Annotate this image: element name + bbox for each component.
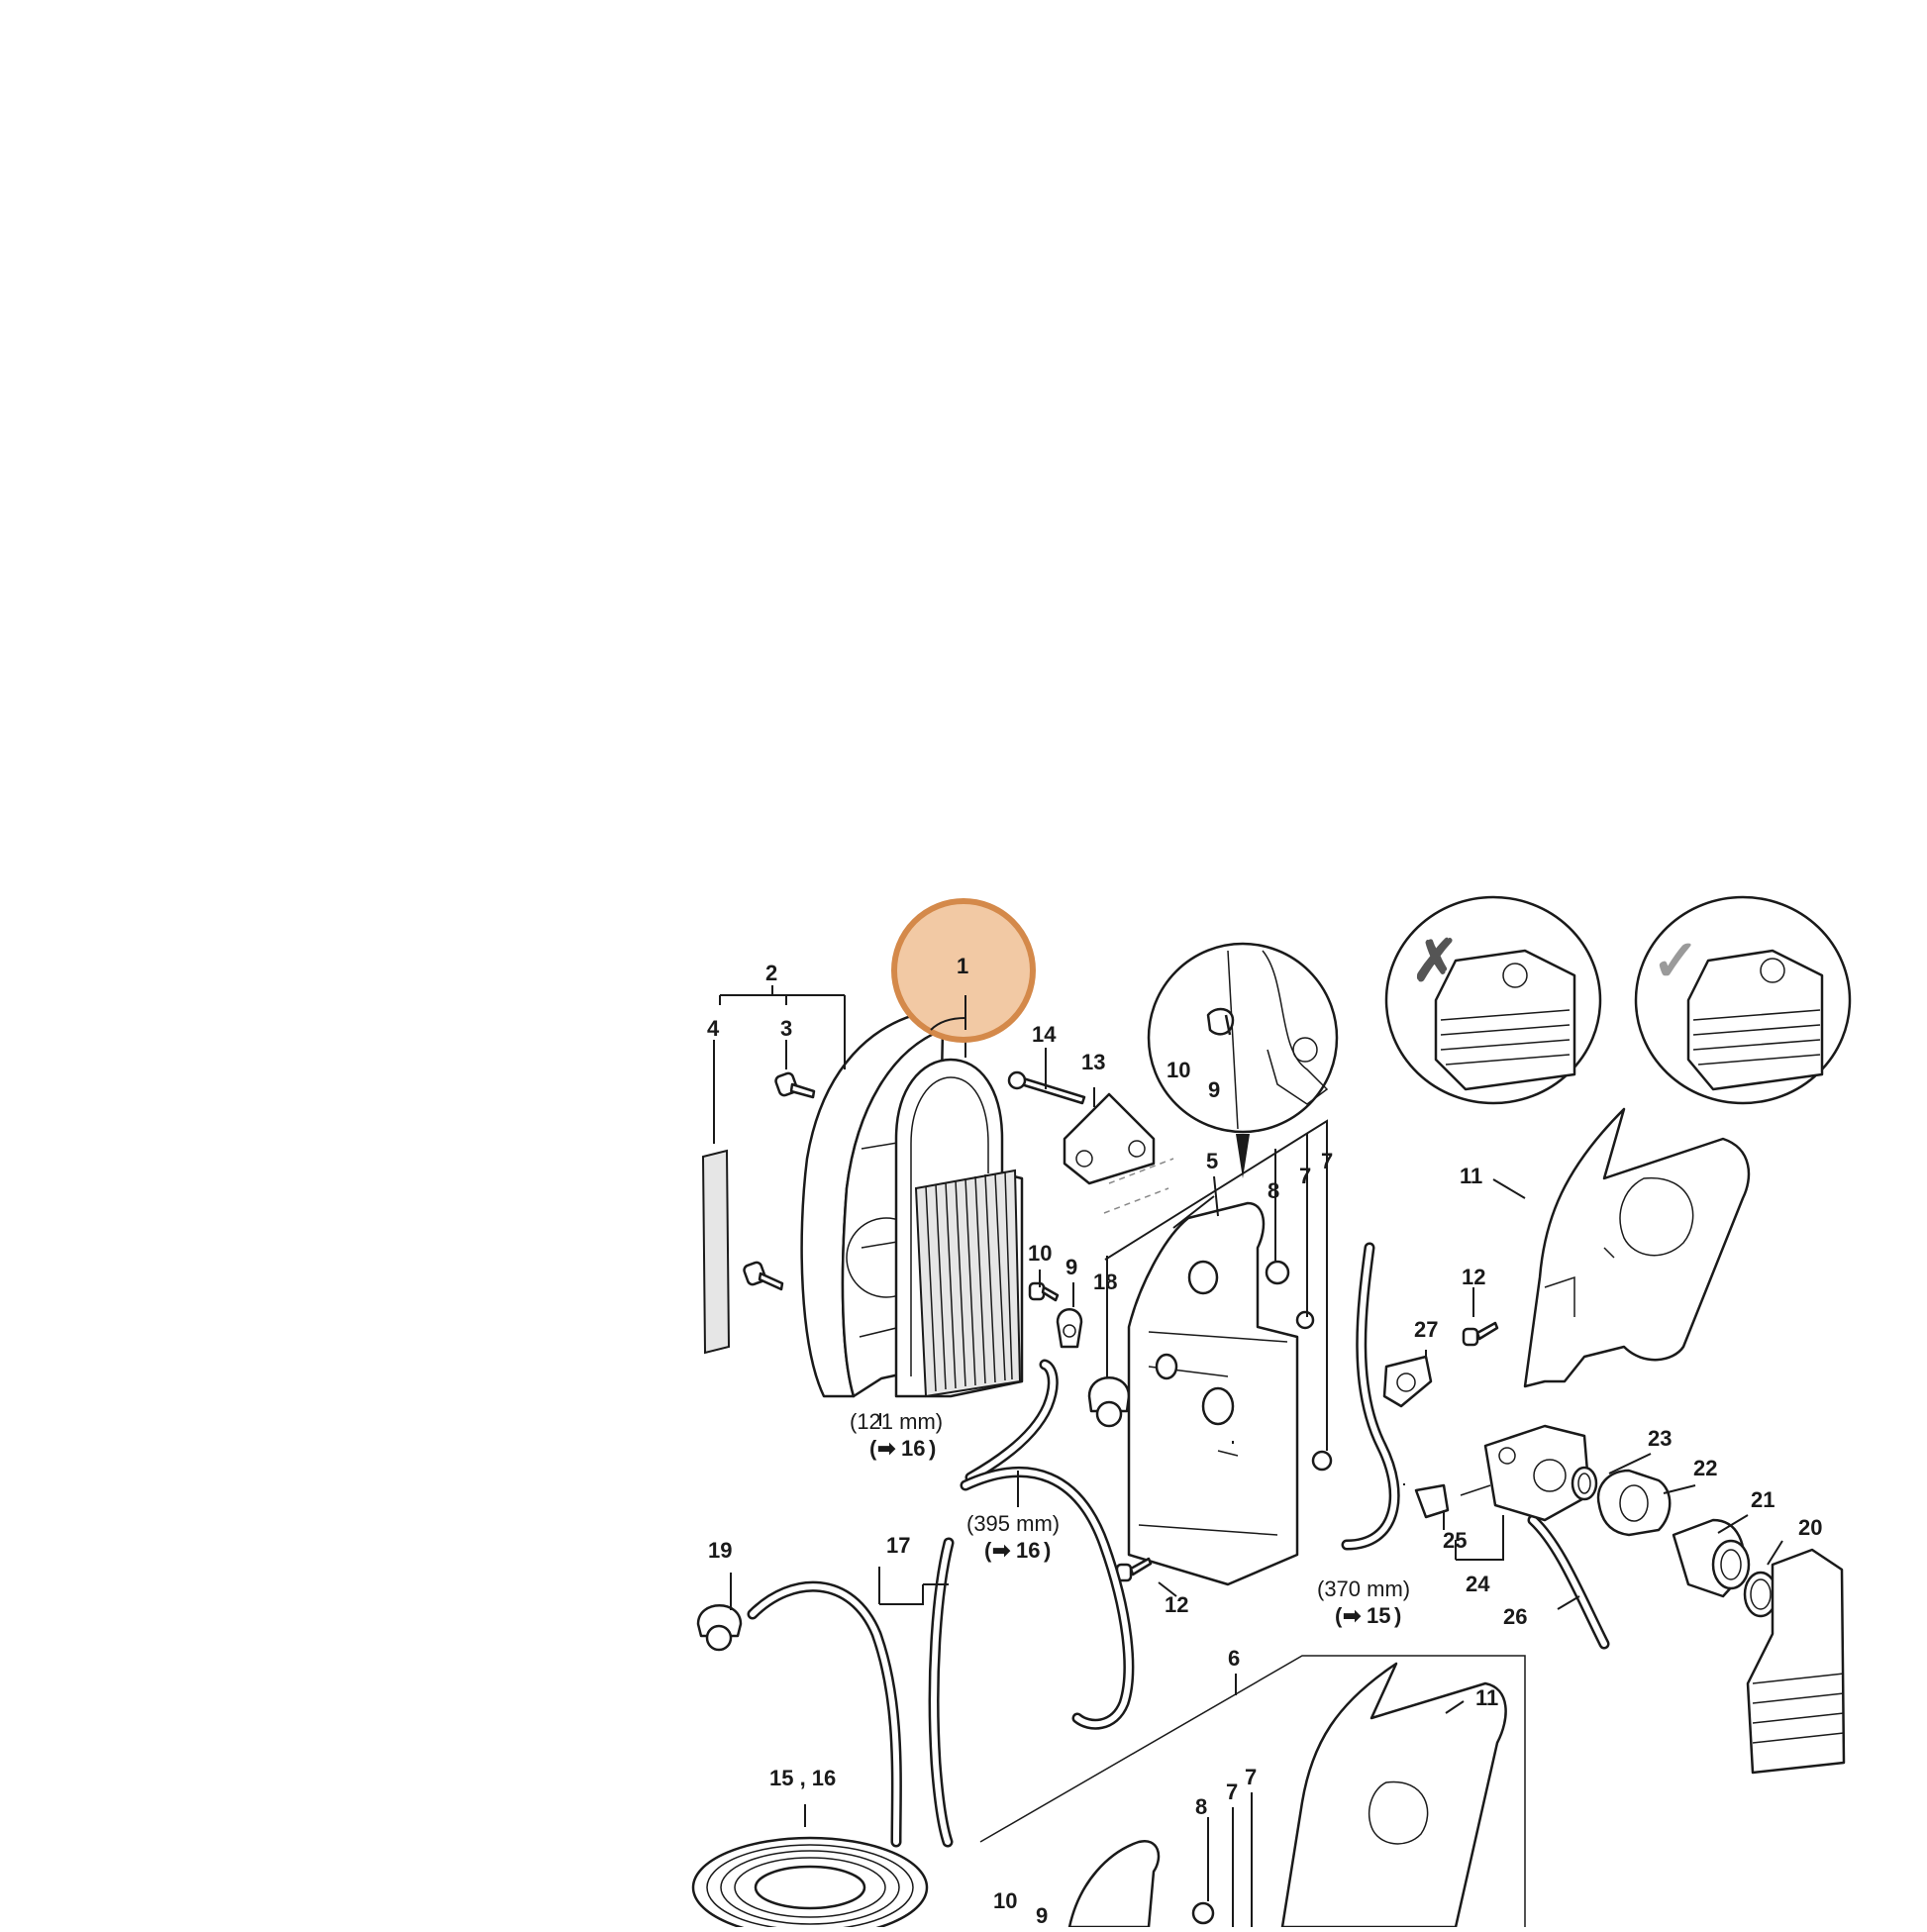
part-4-gasket [701, 1149, 731, 1355]
part-13-bracket [1063, 1092, 1174, 1214]
label-18[interactable]: 18 [1093, 1270, 1117, 1294]
leader-lines [713, 985, 1783, 1927]
label-9b[interactable]: 9 [1208, 1077, 1220, 1102]
note-370mm-ref-open: ( [1335, 1603, 1343, 1628]
hose-length-notes: (121 mm) ( ➡ 16 ) (395 mm) ( ➡ 16 ) (370… [850, 1409, 1410, 1628]
label-25[interactable]: 25 [1443, 1528, 1467, 1553]
part-27-gasket [1382, 1355, 1433, 1408]
label-11a[interactable]: 11 [1460, 1164, 1482, 1188]
arrow-right-icon: ➡ [1343, 1603, 1362, 1628]
label-3[interactable]: 3 [780, 1016, 792, 1041]
part-14-bolt [1007, 1070, 1086, 1105]
part-8-nut [1265, 1260, 1290, 1285]
label-4[interactable]: 4 [707, 1016, 720, 1041]
label-9c[interactable]: 9 [1036, 1903, 1048, 1928]
label-8a[interactable]: 8 [1268, 1178, 1279, 1203]
label-10b[interactable]: 10 [1166, 1058, 1190, 1082]
label-24[interactable]: 24 [1466, 1572, 1490, 1596]
right-mark-icon: ✓ [1652, 929, 1700, 993]
part-21-intake-manifold [1672, 1518, 1751, 1598]
label-27[interactable]: 27 [1414, 1317, 1438, 1342]
note-121mm-ref[interactable]: 16 [901, 1436, 925, 1461]
part-3-screws [743, 1071, 816, 1291]
label-23[interactable]: 23 [1648, 1426, 1672, 1451]
part-11-cover-upper [1523, 1107, 1751, 1388]
arrow-right-icon: ➡ [877, 1436, 896, 1461]
part-6-kit-box [979, 1655, 1526, 1929]
hose-395mm [960, 1467, 1135, 1730]
note-395mm-ref-open: ( [984, 1538, 992, 1563]
part-12-screw-right [1462, 1321, 1499, 1347]
hose-121mm [964, 1359, 1059, 1483]
detail-circle-right: ✓ [1634, 895, 1852, 1105]
label-22[interactable]: 22 [1693, 1456, 1717, 1480]
label-19[interactable]: 19 [708, 1538, 732, 1563]
label-15-16[interactable]: 15 , 16 [769, 1766, 836, 1790]
label-10c[interactable]: 10 [993, 1888, 1017, 1913]
label-8b[interactable]: 8 [1195, 1794, 1207, 1819]
note-121mm-ref-close: ) [929, 1436, 936, 1461]
part-24-carburetor [1460, 1424, 1591, 1522]
label-11b[interactable]: 11 [1475, 1685, 1498, 1710]
note-370mm: (370 mm) [1317, 1576, 1410, 1601]
highlight-part-1[interactable] [891, 898, 1036, 1043]
part-9-clip-left [1056, 1308, 1083, 1349]
part-18-primer-bulb [1087, 1376, 1131, 1428]
part-labels: 1 2 3 4 5 6 7 7 7 7 8 8 9 9 9 10 10 10 1… [707, 954, 1822, 1928]
note-395mm: (395 mm) [966, 1511, 1060, 1536]
part-25-choke-knob [1414, 1483, 1450, 1519]
label-2[interactable]: 2 [765, 961, 777, 985]
label-20[interactable]: 20 [1798, 1515, 1822, 1540]
note-370mm-ref-close: ) [1394, 1603, 1401, 1628]
note-121mm: (121 mm) [850, 1409, 943, 1434]
part-22-flange [1596, 1469, 1672, 1537]
part-10-screw-left [1028, 1281, 1060, 1302]
part-23-ring [1571, 1466, 1598, 1501]
label-5[interactable]: 5 [1206, 1149, 1218, 1173]
detail-circle-wrong: ✗ [1384, 895, 1602, 1105]
filter-pleats [914, 1169, 1022, 1398]
note-395mm-ref-close: ) [1044, 1538, 1051, 1563]
part-12-screw-bottom [1115, 1557, 1153, 1582]
part-7-plug-b [1311, 1450, 1333, 1472]
part-5-carburetor-box [1127, 1201, 1299, 1586]
label-14[interactable]: 14 [1032, 1022, 1057, 1047]
label-17[interactable]: 17 [886, 1533, 910, 1558]
label-1[interactable]: 1 [957, 954, 968, 978]
arrow-right-icon: ➡ [992, 1538, 1011, 1563]
label-7c[interactable]: 7 [1226, 1779, 1238, 1804]
label-9a[interactable]: 9 [1065, 1255, 1077, 1279]
part-1-air-filter [894, 1058, 1024, 1398]
engine-block-partial [1746, 1548, 1846, 1775]
label-7b[interactable]: 7 [1321, 1149, 1333, 1173]
label-13[interactable]: 13 [1081, 1050, 1105, 1074]
label-12b[interactable]: 12 [1165, 1592, 1188, 1617]
wrong-mark-icon: ✗ [1411, 929, 1460, 993]
hose-370mm [1341, 1242, 1400, 1551]
part-7-plug-a [1295, 1310, 1315, 1330]
part-17-fuel-hoses [747, 1537, 955, 1848]
label-21[interactable]: 21 [1751, 1487, 1775, 1512]
note-121mm-ref-open: ( [869, 1436, 877, 1461]
part-19-primer-bulb [696, 1604, 743, 1652]
part-26-hose [1527, 1514, 1610, 1650]
detail-circle-mount [1147, 942, 1339, 1178]
label-10a[interactable]: 10 [1028, 1241, 1052, 1266]
label-26[interactable]: 26 [1503, 1604, 1527, 1629]
label-7d[interactable]: 7 [1245, 1765, 1257, 1789]
note-370mm-ref[interactable]: 15 [1367, 1603, 1390, 1628]
label-7a[interactable]: 7 [1299, 1164, 1311, 1188]
note-395mm-ref[interactable]: 16 [1016, 1538, 1040, 1563]
label-6[interactable]: 6 [1228, 1646, 1240, 1671]
part-15-16-tubing-roll [691, 1836, 929, 1932]
label-12a[interactable]: 12 [1462, 1265, 1485, 1289]
